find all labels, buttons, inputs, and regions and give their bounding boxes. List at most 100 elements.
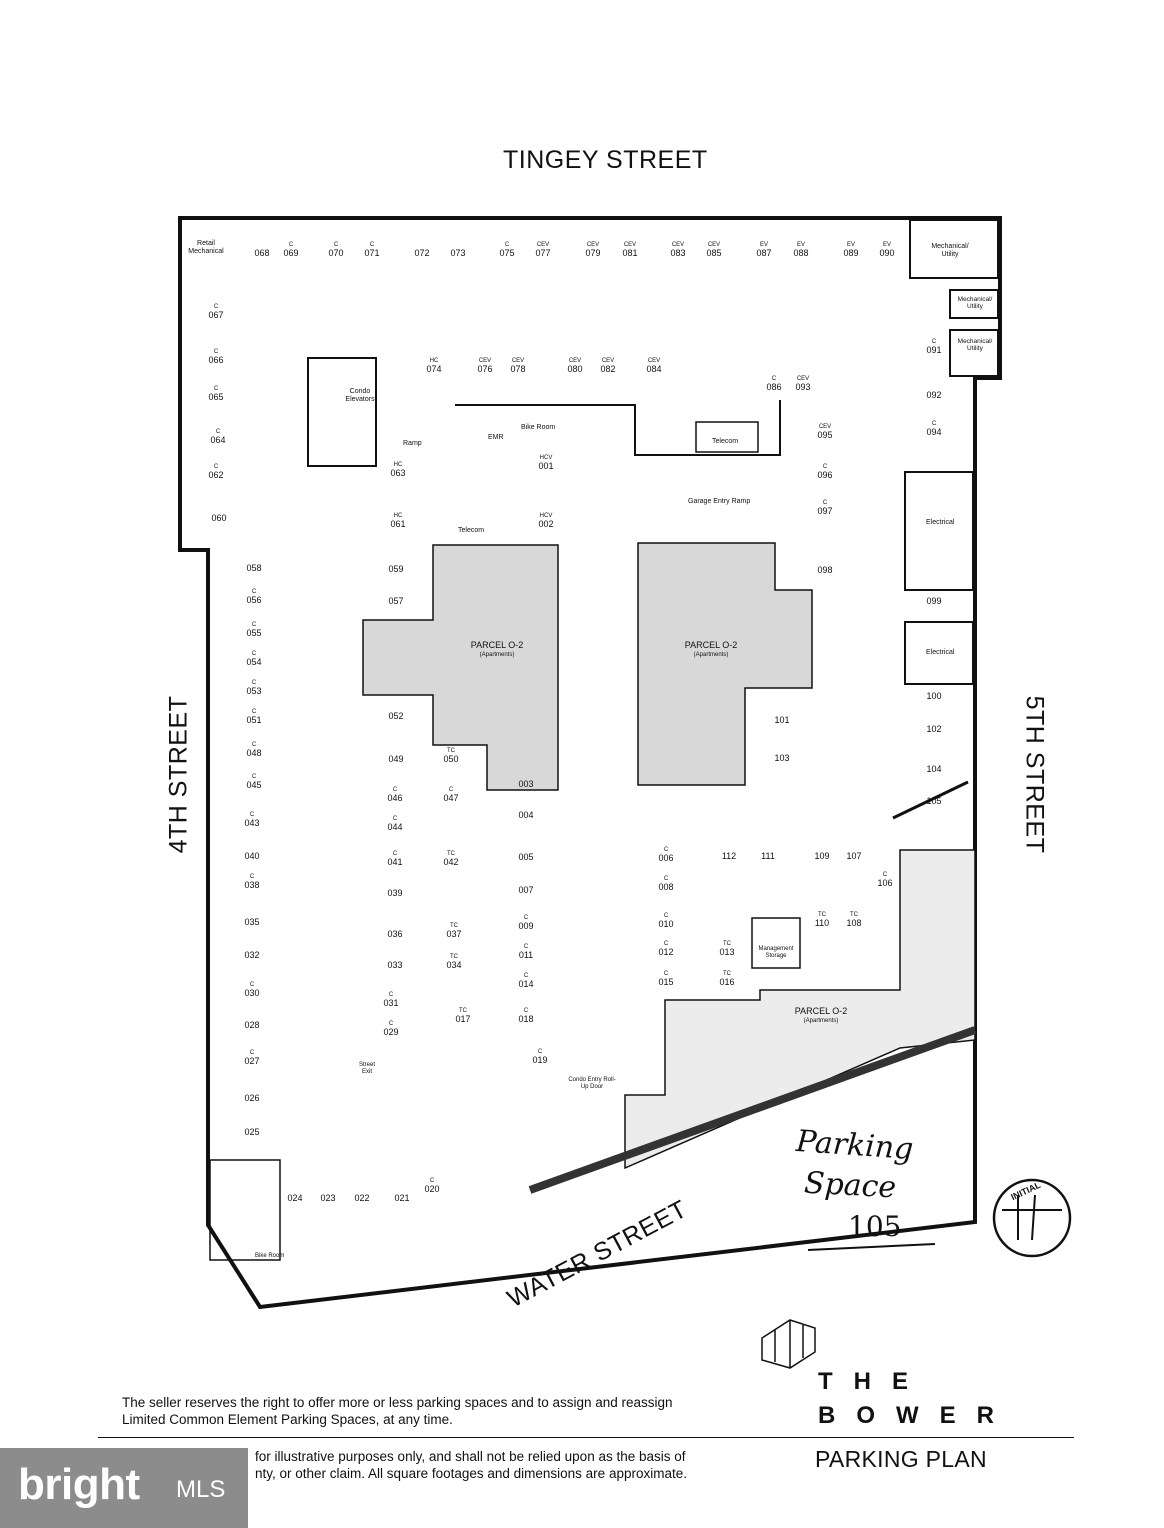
space-number-002: 002 [538, 519, 553, 529]
parking-space-107: 107 [846, 851, 861, 861]
handwritten-underline [807, 1243, 936, 1251]
space-type-093: CEV [797, 376, 809, 382]
space-number-003: 003 [518, 779, 533, 789]
space-type-018: C [524, 1008, 529, 1014]
space-number-083: 083 [670, 248, 685, 258]
space-number-097: 097 [817, 506, 832, 516]
room-condo-entry: Condo Entry Roll-Up Door [568, 1077, 616, 1090]
space-number-037: 037 [446, 929, 461, 939]
space-number-058: 058 [246, 563, 261, 573]
parking-space-059: 059 [388, 564, 403, 574]
space-number-027: 027 [244, 1056, 259, 1066]
parking-space-033: 033 [387, 960, 402, 970]
parking-space-023: 023 [320, 1193, 335, 1203]
brand-the: THE [818, 1368, 929, 1395]
space-number-031: 031 [383, 998, 398, 1008]
space-number-046: 046 [387, 793, 402, 803]
room-electrical-2: Electrical [926, 649, 955, 656]
space-number-045: 045 [246, 780, 261, 790]
space-number-014: 014 [518, 979, 533, 989]
space-number-006: 006 [658, 853, 673, 863]
space-number-093: 093 [795, 382, 810, 392]
space-number-056: 056 [246, 595, 261, 605]
space-type-027: C [250, 1050, 255, 1056]
space-type-043: C [250, 812, 255, 818]
space-type-070: C [334, 242, 339, 248]
space-number-062: 062 [208, 470, 223, 480]
parking-space-039: 039 [387, 888, 402, 898]
parking-space-092: 092 [926, 390, 941, 400]
space-number-042: 042 [443, 857, 458, 867]
parking-space-058: 058 [246, 563, 261, 573]
parking-space-101: 101 [774, 715, 789, 725]
space-number-024: 024 [287, 1193, 302, 1203]
parking-space-022: 022 [354, 1193, 369, 1203]
initial-seal-inner [1002, 1194, 1062, 1241]
bower-logo-mark [761, 1319, 816, 1369]
bright-mls-watermark: bright MLS [0, 1448, 248, 1528]
parking-space-068: 068 [254, 248, 269, 258]
space-number-090: 090 [879, 248, 894, 258]
space-number-017: 017 [455, 1014, 470, 1024]
parking-space-032: 032 [244, 950, 259, 960]
space-number-034: 034 [446, 960, 461, 970]
parcel-label-middle: PARCEL O-2 (Apartments) [676, 640, 746, 660]
parking-space-104: 104 [926, 764, 941, 774]
space-type-088: EV [797, 242, 805, 248]
space-number-022: 022 [354, 1193, 369, 1203]
space-type-046: C [393, 787, 398, 793]
disclaimer-line-4: nty, or other claim. All square footages… [255, 1466, 687, 1481]
space-type-081: CEV [624, 242, 636, 248]
space-type-091: C [932, 339, 937, 345]
parcel-middle [637, 542, 813, 786]
space-type-045: C [252, 774, 257, 780]
space-number-087: 087 [756, 248, 771, 258]
space-type-064: C [216, 429, 221, 435]
space-type-106: C [883, 872, 888, 878]
room-retail-mechanical: Retail Mechanical [188, 240, 224, 255]
space-type-087: EV [760, 242, 768, 248]
room-ramp: Ramp [403, 440, 422, 447]
space-number-077: 077 [535, 248, 550, 258]
space-number-069: 069 [283, 248, 298, 258]
space-type-053: C [252, 680, 257, 686]
parking-space-005: 005 [518, 852, 533, 862]
parcel-bottom-title: PARCEL O-2 [794, 1006, 848, 1016]
space-type-016: TC [723, 971, 732, 977]
space-number-098: 098 [817, 565, 832, 575]
space-number-047: 047 [443, 793, 458, 803]
parking-space-025: 025 [244, 1127, 259, 1137]
space-number-012: 012 [658, 947, 673, 957]
space-number-061: 061 [390, 519, 405, 529]
space-type-011: C [524, 944, 529, 950]
space-number-059: 059 [388, 564, 403, 574]
space-type-030: C [250, 982, 255, 988]
room-street-exit: Street Exit [358, 1062, 375, 1075]
space-number-088: 088 [793, 248, 808, 258]
